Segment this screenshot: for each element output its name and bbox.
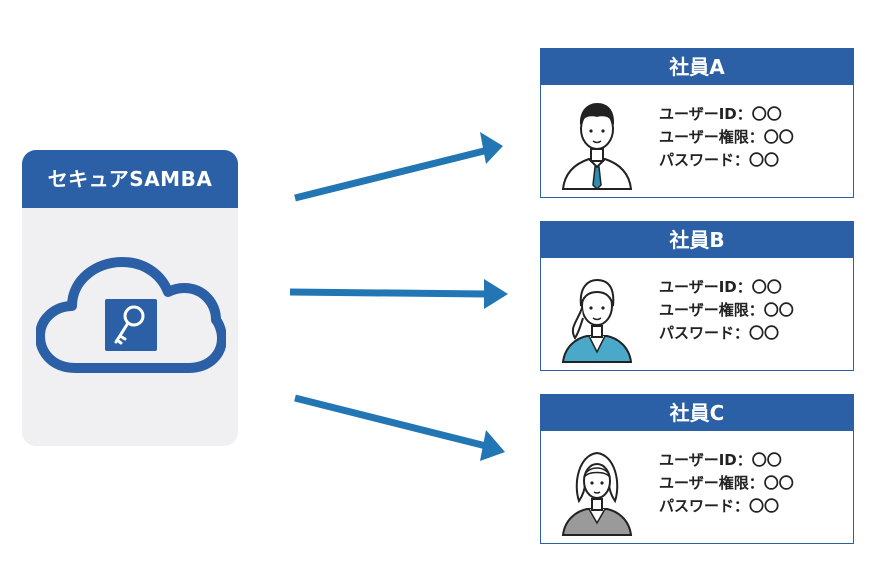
employee-card-c: 社員C ユーザーID：〇〇 ユーザー権限：〇〇 パスワード：〇〇	[540, 394, 854, 544]
user-id-text: ユーザーID：〇〇	[659, 451, 782, 469]
permission-text: ユーザー権限：〇〇	[659, 474, 794, 492]
female-employee-icon	[557, 266, 637, 368]
user-id-text: ユーザーID：〇〇	[659, 105, 782, 123]
user-id-text: ユーザーID：〇〇	[659, 278, 782, 296]
employee-card-a: 社員A ユーザーID：〇〇 ユーザー権限：〇〇 パスワード：〇〇	[540, 48, 854, 198]
permission-text: ユーザー権限：〇〇	[659, 301, 794, 319]
employee-card-b: 社員B ユーザーID：〇〇 ユーザー権限：〇〇 パスワード：〇〇	[540, 221, 854, 371]
cloud-key-icon	[35, 250, 227, 384]
arrow-to-employee-a	[294, 132, 503, 202]
employee-name: 社員A	[541, 49, 853, 85]
permission-text: ユーザー権限：〇〇	[659, 128, 794, 146]
arrow-to-employee-c	[294, 394, 505, 461]
password-text: パスワード：〇〇	[659, 151, 780, 169]
password-text: パスワード：〇〇	[659, 497, 780, 515]
female-employee-gray-icon	[557, 439, 637, 541]
samba-panel: セキュアSAMBA	[22, 150, 238, 446]
employee-name: 社員C	[541, 395, 853, 431]
password-text: パスワード：〇〇	[659, 324, 780, 342]
samba-title: セキュアSAMBA	[22, 150, 238, 208]
male-employee-icon	[557, 93, 637, 195]
arrow-to-employee-b	[289, 279, 508, 309]
employee-name: 社員B	[541, 222, 853, 258]
